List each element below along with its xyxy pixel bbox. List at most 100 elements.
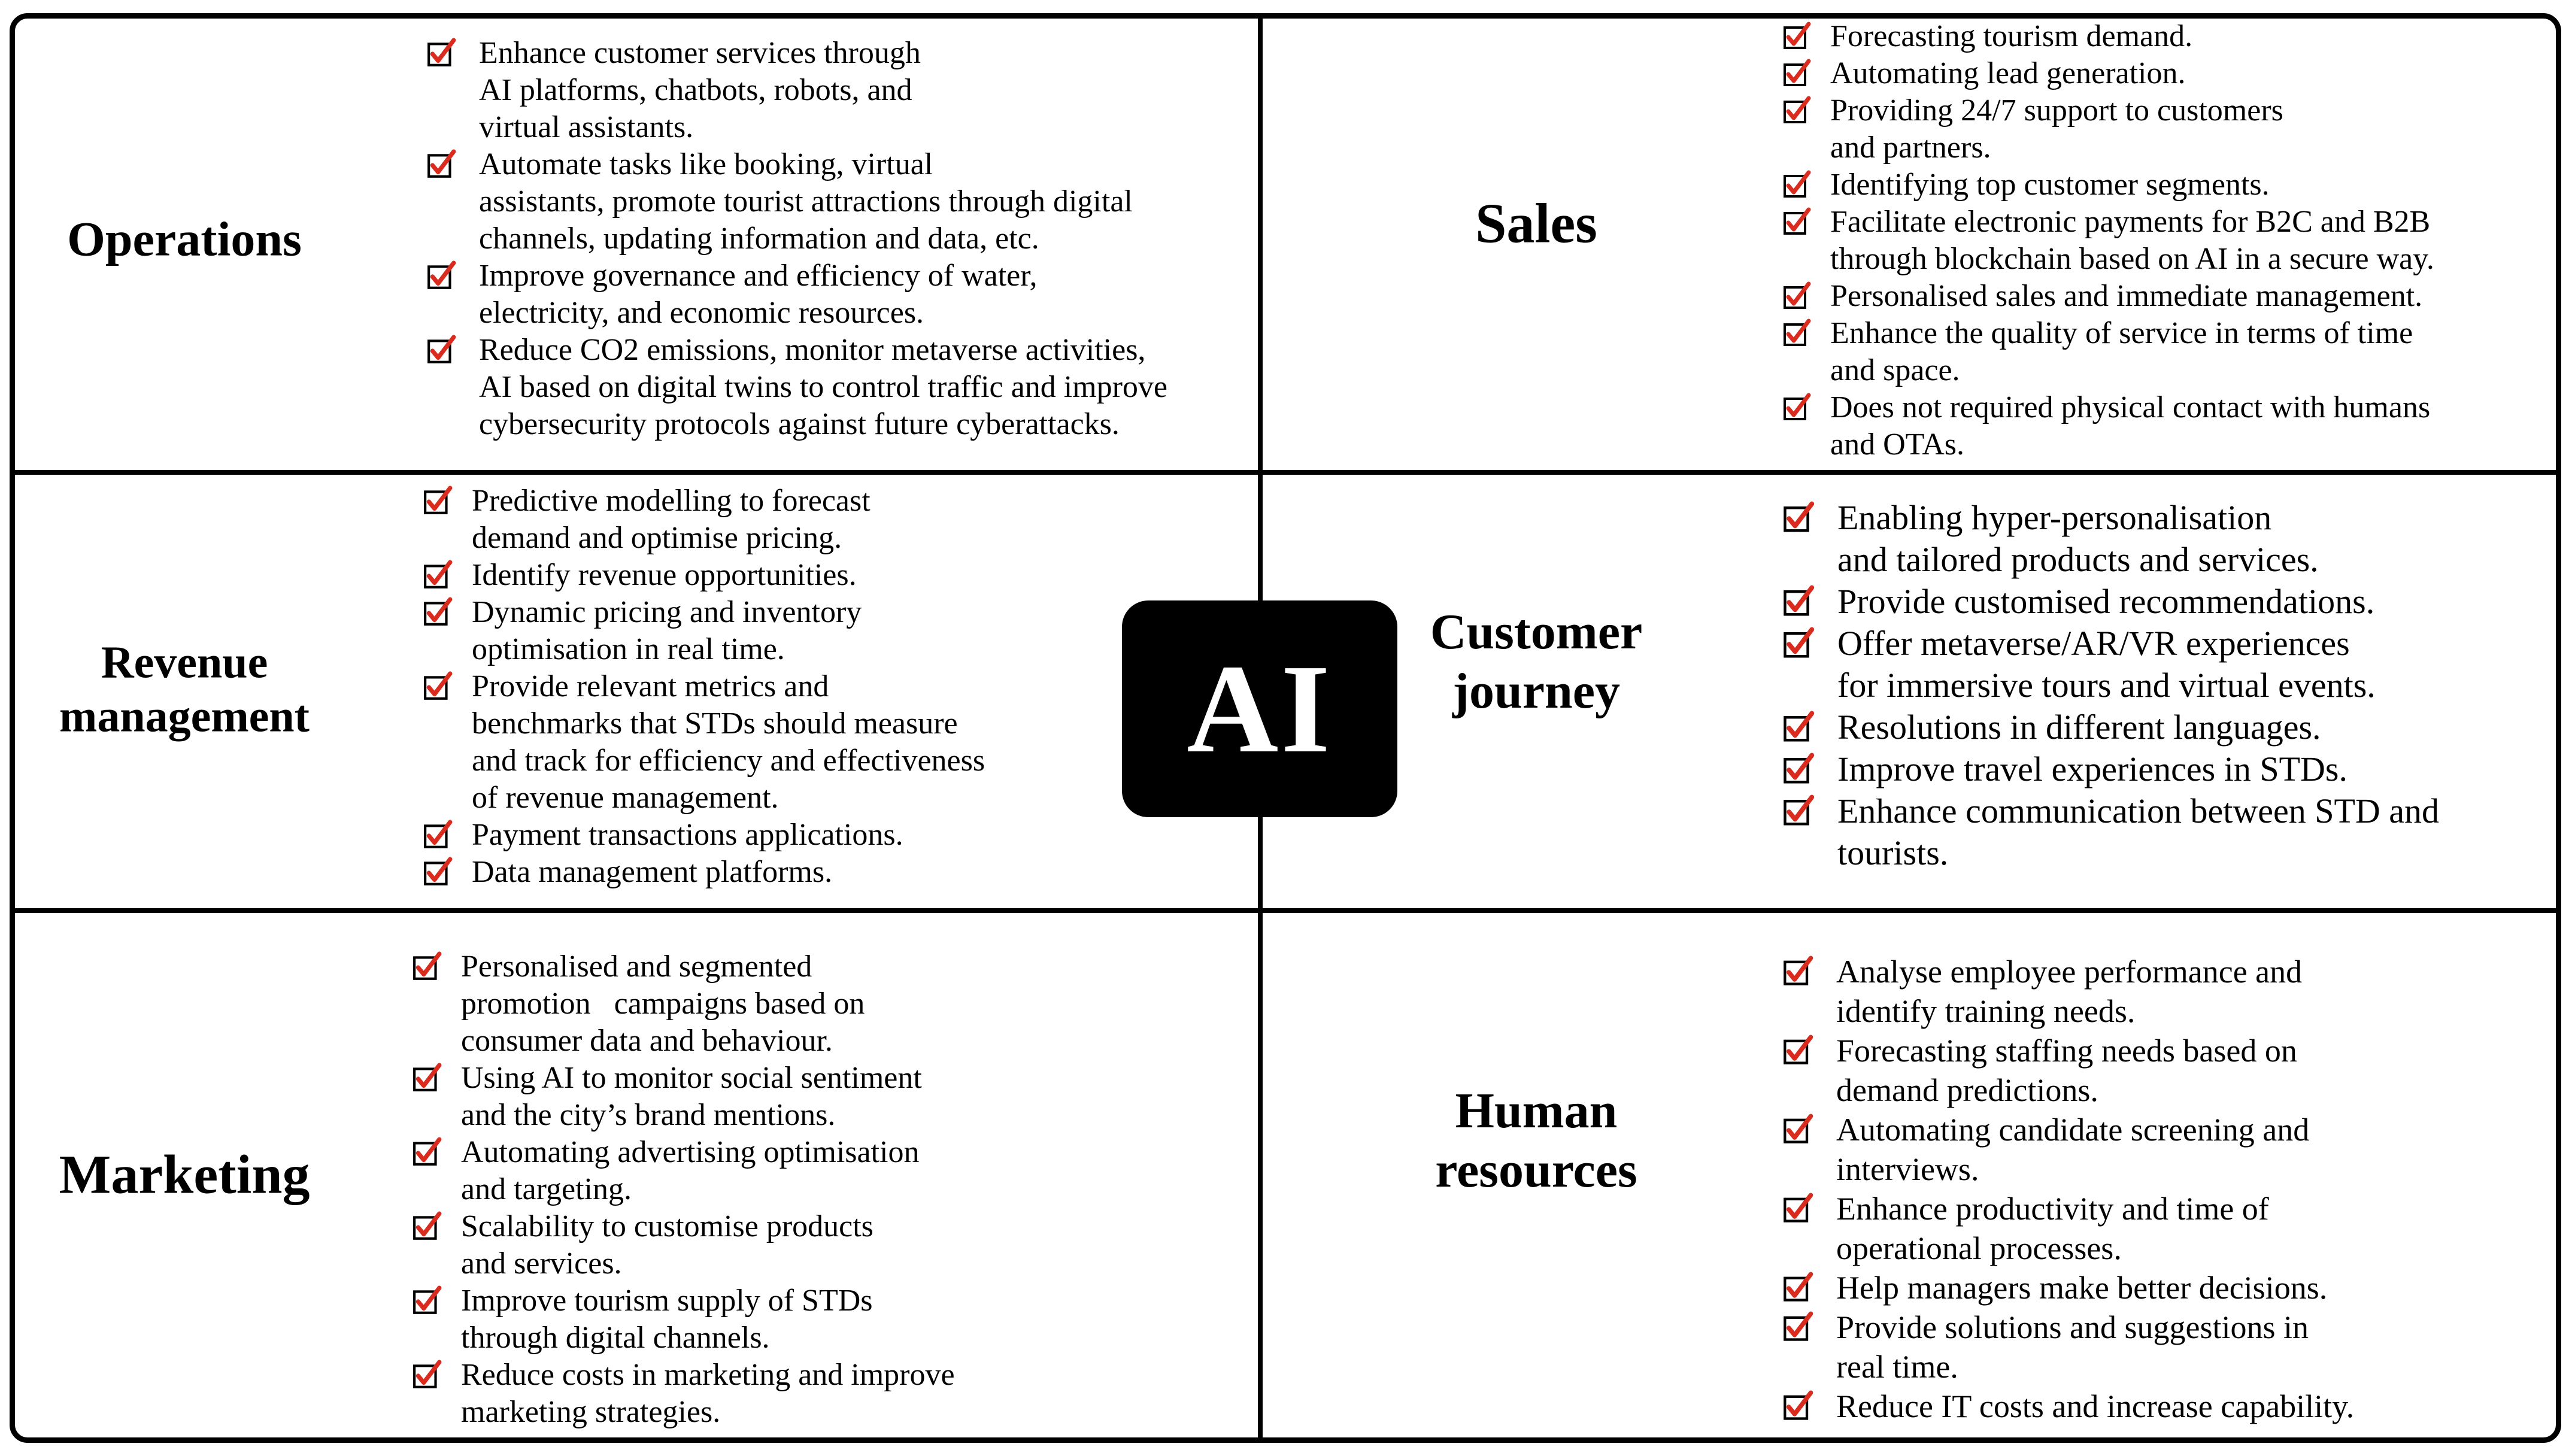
heading-sales: Sales	[1475, 191, 1597, 257]
heading-marketing: Marketing	[59, 1142, 310, 1208]
checkbox-checked-icon	[412, 1063, 443, 1094]
list-item: Provide customised recommendations.	[1782, 581, 2439, 623]
list-sales: Forecasting tourism demand.Automating le…	[1782, 18, 2434, 463]
checkbox-checked-icon	[426, 149, 457, 180]
checkbox-checked-icon	[1782, 1311, 1815, 1343]
list-item-line: and the city’s brand mentions.	[461, 1098, 836, 1132]
list-item-line: of revenue management.	[472, 781, 779, 815]
list-item-text: Facilitate electronic payments for B2C a…	[1830, 204, 2434, 278]
divider-row-1	[11, 470, 2560, 475]
list-item: Identifying top customer segments.	[1782, 166, 2434, 204]
checkbox-checked-icon	[412, 951, 443, 982]
checkbox-checked-icon	[412, 1137, 443, 1168]
heading-line: Operations	[67, 211, 302, 266]
divider-row-2	[11, 908, 2560, 913]
list-item-line: cybersecurity protocols against future c…	[479, 407, 1120, 441]
checkbox-checked-icon	[423, 597, 454, 628]
list-item-line: Predictive modelling to forecast	[472, 484, 871, 518]
list-item-line: promotion campaigns based on	[461, 987, 865, 1021]
list-item-line: Provide customised recommendations.	[1837, 582, 2375, 621]
checkbox-checked-icon	[1782, 22, 1812, 51]
list-item-line: Using AI to monitor social sentiment	[461, 1061, 922, 1095]
list-item-text: Identify revenue opportunities.	[472, 557, 857, 594]
list-item: Identify revenue opportunities.	[423, 557, 985, 594]
list-item-text: Resolutions in different languages.	[1837, 706, 2321, 748]
checkbox-checked-icon	[1782, 501, 1816, 535]
list-item-line: assistants, promote tourist attractions …	[479, 184, 1133, 219]
list-item-text: Does not required physical contact with …	[1830, 389, 2430, 463]
checkbox-checked-icon	[1782, 96, 1812, 126]
list-item-line: channels, updating information and data,…	[479, 222, 1039, 256]
heading-line: Marketing	[59, 1143, 310, 1205]
checkbox-checked-icon	[412, 1211, 443, 1242]
checkbox-checked-icon	[1782, 318, 1812, 348]
list-item-line: Data management platforms.	[472, 855, 833, 889]
outer-frame	[10, 13, 2561, 1443]
list-item-text: Help managers make better decisions.	[1836, 1268, 2327, 1308]
list-item-line: Automating lead generation.	[1830, 56, 2186, 90]
list-item-line: Automating advertising optimisation	[461, 1135, 920, 1169]
checkbox-checked-icon	[1782, 1390, 1815, 1422]
list-item-text: Improve governance and efficiency of wat…	[479, 257, 1038, 332]
list-item: Personalised sales and immediate managem…	[1782, 278, 2434, 315]
list-item-line: Identifying top customer segments.	[1830, 168, 2270, 202]
checkbox-checked-icon	[426, 38, 457, 69]
list-item-line: and targeting.	[461, 1172, 632, 1206]
list-item-line: Facilitate electronic payments for B2C a…	[1830, 205, 2431, 239]
checkbox-checked-icon	[423, 671, 454, 702]
list-item-line: AI based on digital twins to control tra…	[479, 370, 1167, 404]
checkbox-checked-icon	[1782, 753, 1816, 786]
list-item-line: benchmarks that STDs should measure	[472, 706, 958, 741]
list-item-line: and services.	[461, 1246, 622, 1281]
heading-operations: Operations	[67, 211, 302, 269]
list-item-line: electricity, and economic resources.	[479, 296, 924, 330]
ai-center-box: AI	[1122, 600, 1397, 817]
checkbox-checked-icon	[412, 1360, 443, 1391]
list-item: Enhance the quality of service in terms …	[1782, 315, 2434, 389]
heading-line: Sales	[1475, 192, 1597, 255]
list-item-line: Personalised sales and immediate managem…	[1830, 279, 2423, 313]
list-item: Forecasting tourism demand.	[1782, 18, 2434, 55]
list-item-text: Reduce IT costs and increase capability.	[1836, 1387, 2354, 1426]
checkbox-checked-icon	[1782, 794, 1816, 828]
list-item-text: Identifying top customer segments.	[1830, 166, 2270, 204]
checkbox-checked-icon	[1782, 956, 1815, 988]
list-item-text: Improve travel experiences in STDs.	[1837, 748, 2347, 790]
ai-center-label: AI	[1187, 638, 1333, 779]
list-item: Reduce CO2 emissions, monitor metaverse …	[426, 332, 1167, 443]
list-item-line: and OTAs.	[1830, 427, 1965, 462]
list-item-line: Enhance the quality of service in terms …	[1830, 316, 2413, 350]
list-item-line: Improve tourism supply of STDs	[461, 1284, 873, 1318]
checkbox-checked-icon	[426, 335, 457, 366]
heading-line: journey	[1452, 663, 1620, 719]
list-item-line: and tailored products and services.	[1837, 540, 2319, 579]
list-item: Automating lead generation.	[1782, 55, 2434, 92]
list-item-line: consumer data and behaviour.	[461, 1024, 833, 1058]
list-item-text: Forecasting tourism demand.	[1830, 18, 2192, 55]
list-item-line: Resolutions in different languages.	[1837, 708, 2321, 747]
list-item-line: Improve travel experiences in STDs.	[1837, 750, 2347, 788]
